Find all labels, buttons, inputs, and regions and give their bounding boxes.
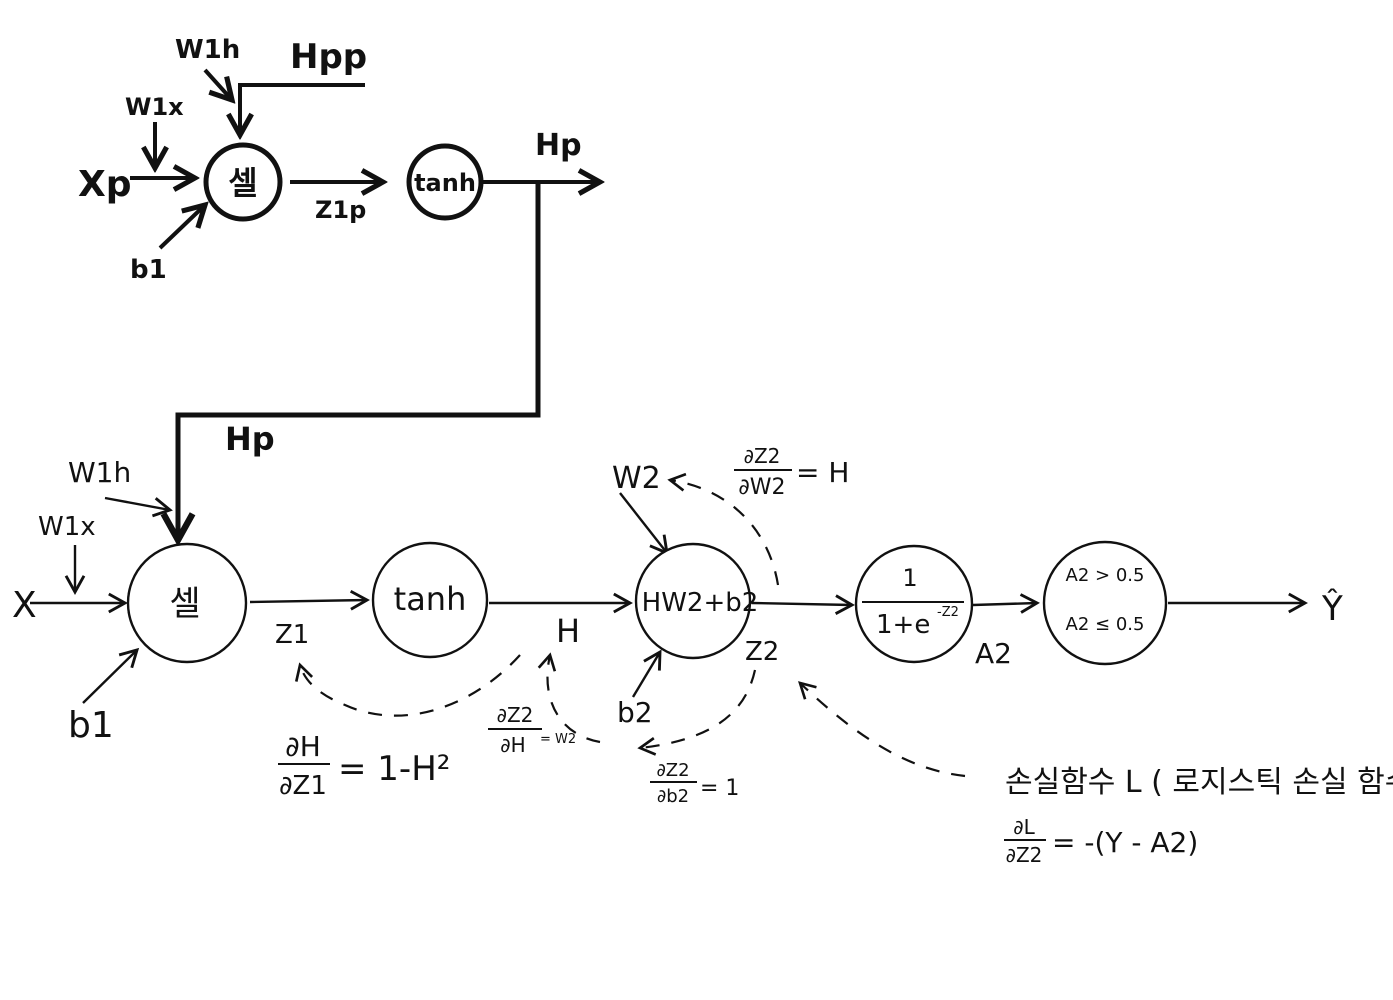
w2-arrow — [619, 492, 669, 556]
threshold-rule-2: A2 ≤ 0.5 — [1066, 614, 1145, 635]
z1p-label: Z1p — [315, 196, 366, 224]
dz2-dw2-numerator: ∂Z2 — [744, 444, 781, 468]
z2-label: Z2 — [745, 637, 779, 667]
tanh-label-top: tanh — [414, 169, 476, 197]
hpp-label: Hpp — [290, 37, 367, 77]
b2-arrow — [631, 649, 662, 698]
w1h-label: W1h — [68, 456, 131, 489]
z1-label: Z1 — [275, 620, 309, 650]
b2-label: b2 — [617, 696, 653, 729]
grad-path-z1 — [294, 654, 521, 717]
dl-dz2-value: = -(Y - A2) — [1052, 826, 1198, 859]
tanh-label: tanh — [394, 580, 467, 618]
dz2-db2-denominator: ∂b2 — [657, 786, 689, 807]
dz2-dw2-value: = H — [796, 456, 849, 489]
dz2-dh-value: = W2 — [540, 732, 576, 747]
dh-dz1-numerator: ∂H — [285, 730, 321, 763]
b1-label-top: b1 — [130, 255, 167, 285]
cell-node — [126, 542, 248, 664]
hpp-arrow — [240, 83, 365, 135]
hp-connector-label: Hp — [225, 420, 275, 458]
dh-dz1-value: = 1-H² — [338, 749, 450, 789]
hp-connector — [178, 182, 541, 540]
a2-arrow — [972, 593, 1040, 614]
dz2-dw2-denominator: ∂W2 — [738, 475, 785, 500]
tanh-node-top — [406, 143, 484, 221]
dz2-dh-numerator: ∂Z2 — [497, 703, 534, 727]
y-hat-label: Ŷ — [1321, 588, 1343, 629]
b1-label: b1 — [68, 705, 114, 746]
threshold-rule-1: A2 > 0.5 — [1066, 565, 1145, 586]
a2-label: A2 — [975, 637, 1012, 670]
sigmoid-numerator: 1 — [902, 564, 917, 592]
w1h-arrow — [104, 496, 173, 518]
cell-label: 셀 — [169, 584, 200, 624]
w1h-arrow-top — [203, 68, 232, 100]
sigmoid-exponent: -Z2 — [937, 605, 959, 620]
dl-dz2-numerator: ∂L — [1013, 815, 1035, 839]
dz2-db2-value: = 1 — [700, 776, 739, 801]
previous-step-cell: W1h Hpp W1x Xp b1 셀 Z1p tanh Hp — [78, 35, 600, 285]
w2-label: W2 — [612, 461, 661, 496]
threshold-node — [1042, 540, 1168, 666]
xp-label: Xp — [78, 164, 132, 205]
z2-arrow — [751, 594, 855, 615]
loss-function-label: 손실함수 L ( 로지스틱 손실 함수 ) — [1005, 765, 1393, 800]
grad-path-w2 — [667, 472, 780, 586]
w1h-label-top: W1h — [175, 35, 240, 65]
grad-path-h — [537, 652, 601, 744]
dh-dz1-denominator: ∂Z1 — [279, 771, 327, 801]
dz2-db2-numerator: ∂Z2 — [656, 760, 689, 781]
tanh-node — [371, 541, 489, 659]
sigmoid-node — [854, 544, 974, 664]
derivative-annotations: ∂Z2 ∂W2 = H ∂H ∂Z1 = 1-H² ∂Z2 ∂H = W2 ∂Z… — [278, 444, 1198, 867]
w1x-label-top: W1x — [125, 93, 184, 121]
linear-node — [634, 542, 752, 660]
hp-label-top: Hp — [535, 128, 582, 163]
backprop-paths — [294, 472, 966, 778]
b1-arrow — [82, 647, 140, 704]
cell-node-top — [203, 142, 283, 222]
z1-arrow — [249, 590, 370, 611]
w1x-label: W1x — [38, 512, 96, 542]
grad-path-loss — [798, 681, 966, 778]
dz2-dh-denominator: ∂H — [500, 733, 525, 757]
x-label: X — [12, 585, 37, 626]
b1-arrow-top — [158, 205, 205, 250]
dl-dz2-denominator: ∂Z2 — [1006, 843, 1043, 867]
cell-label-top: 셀 — [228, 164, 257, 202]
current-step-chain: W1h W1x X b1 셀 Z1 tanh H W2 HW2+b2 b2 Z2 — [12, 456, 1343, 746]
grad-path-b2 — [637, 669, 757, 756]
h-label: H — [556, 612, 580, 650]
linear-label: HW2+b2 — [642, 588, 759, 618]
sigmoid-denominator: 1+e — [876, 610, 930, 640]
